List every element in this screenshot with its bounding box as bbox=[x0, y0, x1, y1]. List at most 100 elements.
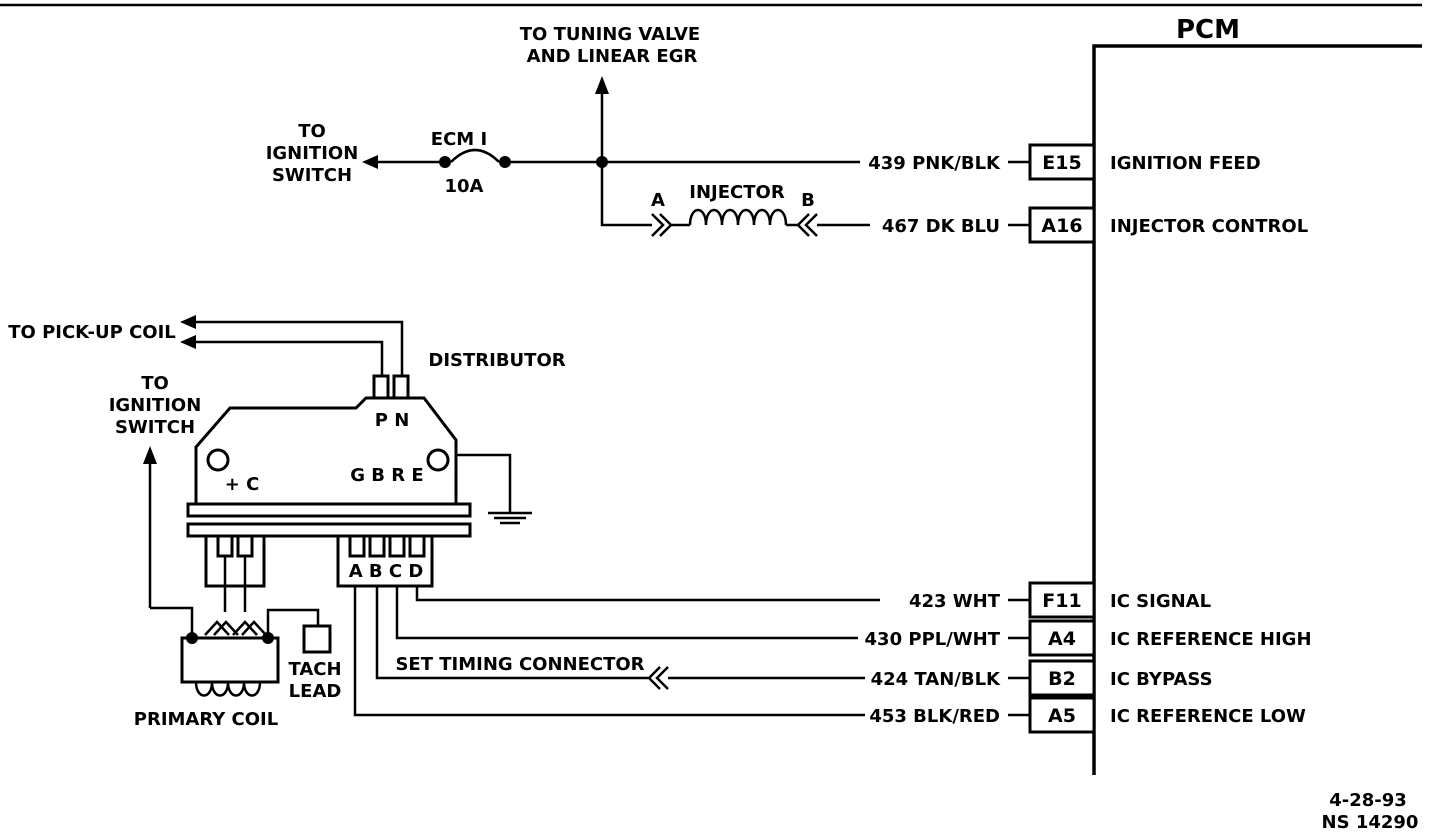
coil-terminal-left bbox=[186, 632, 198, 644]
wire-id-label: 430 PPL/WHT bbox=[865, 629, 1001, 650]
injector-b-label: B bbox=[801, 190, 815, 211]
module-pin-plus bbox=[216, 534, 234, 558]
set-timing-connector-icon bbox=[647, 666, 669, 690]
module-pin-c2 bbox=[388, 534, 406, 558]
module-base-plate-1 bbox=[186, 502, 472, 518]
pickup-coil-wire-2 bbox=[191, 340, 384, 376]
arrow-to-ignition-switch-left-icon bbox=[143, 446, 157, 464]
module-gbre-label: G B R E bbox=[350, 465, 423, 486]
arrow-to-pickup-coil-2-icon bbox=[180, 335, 196, 349]
pickup-coil-wire-1 bbox=[191, 320, 404, 376]
pcm-function-label: IC BYPASS bbox=[1110, 669, 1213, 690]
tach-label-2: LEAD bbox=[289, 681, 342, 702]
ic-bypass-wire-left bbox=[375, 586, 648, 680]
wire-id-label: 467 DK BLU bbox=[882, 216, 1000, 237]
pcm-pin-row: B2 424 TAN/BLK IC BYPASS bbox=[871, 659, 1213, 697]
arrow-to-pickup-coil-1-icon bbox=[180, 315, 196, 329]
fuse-terminal-right bbox=[499, 156, 511, 168]
primary-coil-label: PRIMARY COIL bbox=[134, 709, 278, 730]
pcm-pin-group: E15 439 PNK/BLK IGNITION FEED A16 467 DK BLU… bbox=[865, 143, 1312, 734]
coil-feed-wire bbox=[150, 606, 194, 638]
pcm-pin-row: A4 430 PPL/WHT IC REFERENCE HIGH bbox=[865, 619, 1312, 657]
ic-ref-high-wire bbox=[395, 586, 858, 640]
pcm-pin-box bbox=[1028, 581, 1096, 619]
arrow-to-tuning-valve-icon bbox=[595, 76, 609, 94]
module-mount-hole-left bbox=[206, 448, 230, 472]
tuning-valve-label-2: AND LINEAR EGR bbox=[527, 46, 698, 67]
fuse-icon bbox=[450, 148, 500, 163]
tach-lead-wire bbox=[266, 608, 320, 638]
wire-id-label: 423 WHT bbox=[909, 591, 1001, 612]
ic-ref-low-wire bbox=[353, 586, 865, 717]
pcm-function-label: INJECTOR CONTROL bbox=[1110, 216, 1308, 237]
injector-coil-icon bbox=[688, 208, 788, 226]
module-mount-hole-right bbox=[426, 448, 450, 472]
pcm-pin-label: B2 bbox=[1048, 668, 1076, 690]
injector-label: INJECTOR bbox=[689, 182, 785, 203]
pcm-function-label: IC REFERENCE HIGH bbox=[1110, 629, 1312, 650]
pcm-pin-box bbox=[1028, 206, 1096, 244]
coil-connector-right-icon bbox=[232, 620, 267, 636]
tuning-valve-label-1: TO TUNING VALVE bbox=[520, 24, 700, 45]
fuse-name-label: ECM I bbox=[431, 129, 487, 150]
pcm-pin-row: F11 423 WHT IC SIGNAL bbox=[909, 581, 1211, 619]
tach-lead-terminal bbox=[302, 624, 332, 654]
pcm-pin-label: A16 bbox=[1041, 215, 1082, 237]
module-base-plate-2 bbox=[186, 522, 472, 538]
pcm-function-label: IC REFERENCE LOW bbox=[1110, 706, 1306, 727]
pickup-coil-label: TO PICK-UP COIL bbox=[8, 322, 176, 343]
module-plus-c-label: + C bbox=[225, 474, 260, 495]
ign-switch-top-label-1: TO bbox=[298, 121, 326, 142]
ground-wire bbox=[456, 453, 512, 512]
ign-switch-left-label-2: IGNITION bbox=[109, 395, 202, 416]
pcm-pin-box bbox=[1028, 659, 1096, 697]
pcm-pin-box bbox=[1028, 143, 1096, 181]
coil-connector-left-icon bbox=[204, 620, 239, 636]
ign-switch-left-label-1: TO bbox=[141, 373, 169, 394]
ignition-module-body bbox=[194, 396, 458, 506]
module-pin-d bbox=[408, 534, 426, 558]
pcm-pin-label: A4 bbox=[1048, 628, 1076, 650]
ic-signal-wire bbox=[415, 586, 880, 602]
pcm-outline bbox=[1092, 44, 1422, 775]
injector-connector-a-icon bbox=[651, 213, 673, 237]
pcm-pin-row: A16 467 DK BLU INJECTOR CONTROL bbox=[882, 206, 1308, 244]
pcm-pin-row: A5 453 BLK/RED IC REFERENCE LOW bbox=[869, 696, 1306, 734]
pcm-pin-label: A5 bbox=[1048, 705, 1076, 727]
injector-feed-wire bbox=[600, 162, 652, 227]
module-abcd-label: A B C D bbox=[349, 561, 424, 582]
ign-switch-top-label-2: IGNITION bbox=[266, 143, 359, 164]
fuse-rating-label: 10A bbox=[445, 176, 484, 197]
primary-coil-winding-icon bbox=[194, 681, 262, 697]
module-connector-left bbox=[204, 534, 266, 588]
module-pin-c bbox=[236, 534, 254, 558]
module-terminal-p bbox=[372, 374, 390, 400]
module-pn-label: P N bbox=[375, 410, 410, 431]
pcm-pin-label: F11 bbox=[1042, 590, 1081, 612]
pcm-pin-box bbox=[1028, 696, 1096, 734]
module-terminal-n bbox=[392, 374, 410, 400]
arrow-to-ignition-switch-icon bbox=[362, 155, 378, 169]
doc-date: 4-28-93 bbox=[1329, 790, 1407, 811]
module-pin-b bbox=[368, 534, 386, 558]
injector-connector-b-icon bbox=[796, 213, 818, 237]
pcm-pin-box bbox=[1028, 619, 1096, 657]
ign-switch-left-label-3: SWITCH bbox=[115, 417, 195, 438]
pcm-title: PCM bbox=[1176, 15, 1240, 45]
fuse-terminal-left bbox=[439, 156, 451, 168]
ign-switch-top-label-3: SWITCH bbox=[272, 165, 352, 186]
distributor-label: DISTRIBUTOR bbox=[428, 350, 565, 371]
wire-id-label: 424 TAN/BLK bbox=[871, 669, 1001, 690]
wire-id-label: 453 BLK/RED bbox=[869, 706, 1000, 727]
module-pin-a bbox=[348, 534, 366, 558]
doc-number: NS 14290 bbox=[1322, 812, 1419, 833]
wire-id-label: 439 PNK/BLK bbox=[868, 153, 1001, 174]
tach-label-1: TACH bbox=[288, 659, 341, 680]
pcm-function-label: IC SIGNAL bbox=[1110, 591, 1211, 612]
pcm-function-label: IGNITION FEED bbox=[1110, 153, 1261, 174]
injector-a-label: A bbox=[651, 190, 665, 211]
set-timing-label: SET TIMING CONNECTOR bbox=[395, 654, 644, 675]
pcm-pin-label: E15 bbox=[1042, 152, 1081, 174]
pcm-pin-row: E15 439 PNK/BLK IGNITION FEED bbox=[868, 143, 1261, 181]
